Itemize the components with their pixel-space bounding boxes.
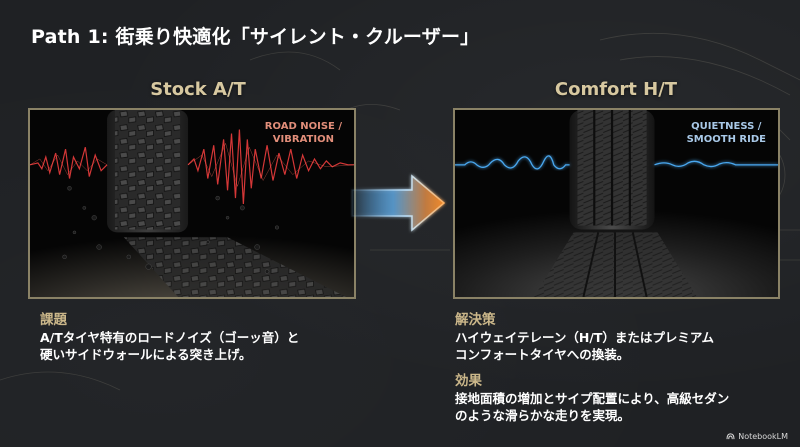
stock-at-tire-image: ROAD NOISE / VIBRATION (28, 108, 356, 299)
branding-label: NotebookLM (738, 432, 788, 441)
stock-at-heading: Stock A/T (150, 79, 246, 100)
issue-body: A/Tタイヤ特有のロードノイズ（ゴーッ音）と 硬いサイドウォールによる突き上げ。 (40, 330, 300, 362)
solution-heading: 解決策 (455, 312, 496, 328)
comfort-ht-tire-image: QUIETNESS / SMOOTH RIDE (453, 108, 780, 299)
issue-section: 課題 A/Tタイヤ特有のロードノイズ（ゴーッ音）と 硬いサイドウォールによる突き… (40, 311, 299, 363)
comfort-ht-heading: Comfort H/T (554, 79, 678, 100)
effect-section: 効果 接地面積の増加とサイプ配置により、高級セダン のような滑らかな走りを実現。 (455, 372, 729, 424)
slide-title: Path 1: 街乗り快適化「サイレント・クルーザー」 (31, 26, 480, 48)
road-noise-label: ROAD NOISE / VIBRATION (264, 121, 342, 145)
notebooklm-branding: NotebookLM (726, 432, 788, 441)
quietness-label: QUIETNESS / SMOOTH RIDE (686, 121, 766, 145)
at-tire-illustration (30, 110, 354, 297)
solution-section: 解決策 ハイウェイテレーン（H/T）またはプレミアム コンフォートタイヤへの換装… (455, 311, 714, 363)
arrow-right-icon (351, 174, 446, 232)
effect-body: 接地面積の増加とサイプ配置により、高級セダン のような滑らかな走りを実現。 (455, 391, 730, 423)
effect-heading: 効果 (455, 373, 482, 389)
issue-heading: 課題 (40, 312, 67, 328)
ht-tire-illustration (455, 110, 778, 297)
solution-body: ハイウェイテレーン（H/T）またはプレミアム コンフォートタイヤへの換装。 (455, 330, 715, 362)
notebooklm-logo-icon (726, 433, 735, 440)
